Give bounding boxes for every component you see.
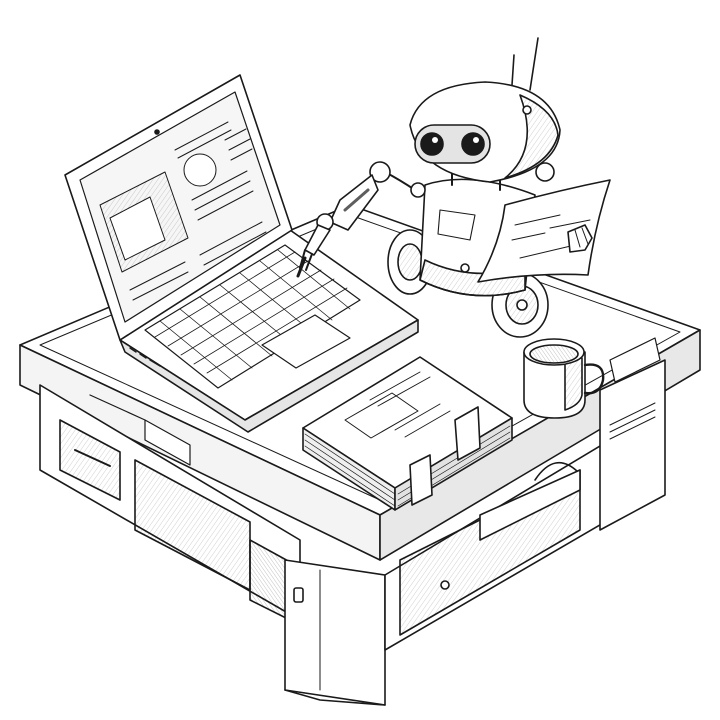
robot-head-shade — [504, 94, 559, 179]
mug — [523, 338, 605, 419]
binder — [302, 356, 513, 511]
laptop-screen-content — [99, 121, 267, 301]
binder-strap-2 — [409, 454, 433, 506]
robot-antenna-left — [511, 54, 515, 86]
laptop-key-cols — [159, 249, 351, 381]
binder-page-lines — [304, 425, 511, 507]
robot-document — [477, 179, 611, 283]
binder-cover-lines — [369, 371, 451, 438]
desk-leg-right-grille — [609, 402, 656, 440]
desk-leg-right — [599, 359, 666, 531]
robot-arm-lower — [304, 224, 331, 256]
laptop — [64, 74, 419, 433]
desk-leg-button — [293, 587, 304, 603]
laptop-base-edge — [119, 319, 419, 433]
mug-handle — [583, 363, 605, 395]
robot-arm-joint-1 — [369, 161, 391, 183]
robot-eye-left — [420, 132, 444, 156]
binder-cover-detail — [344, 392, 419, 439]
robot-torso-shadow — [419, 259, 526, 297]
mug-body-shade — [564, 357, 583, 411]
desk-drawer-handle-left — [74, 449, 111, 467]
desk-drawer-left — [59, 419, 121, 501]
desk-leg-front — [284, 559, 386, 706]
desk-shelf-arch — [534, 462, 579, 481]
screen-avatar-circle — [183, 153, 217, 187]
desk-top-groove — [89, 394, 191, 466]
robot-torso-light — [460, 263, 470, 273]
desk-knob-right — [440, 580, 450, 590]
mug-inside — [529, 344, 579, 364]
robot-pen — [296, 256, 307, 278]
robot-arm-right-joint — [410, 182, 426, 198]
robot-document-lines — [511, 214, 591, 259]
robot-torso-panel — [437, 209, 476, 241]
robot-antenna-right — [529, 37, 539, 91]
desk-top-groove-right — [609, 337, 661, 383]
laptop-ports — [129, 347, 161, 367]
laptop-key-rows — [154, 251, 348, 374]
robot — [296, 37, 611, 338]
laptop-camera — [154, 129, 160, 135]
laptop-trackpad — [261, 314, 351, 369]
desk-shelf-board — [479, 469, 581, 541]
robot-ear — [535, 162, 555, 182]
robot-arm-upper-label — [343, 188, 370, 212]
robot-eye-right — [461, 132, 485, 156]
binder-strap-1 — [454, 406, 481, 461]
desk-leg-foot — [284, 689, 386, 706]
